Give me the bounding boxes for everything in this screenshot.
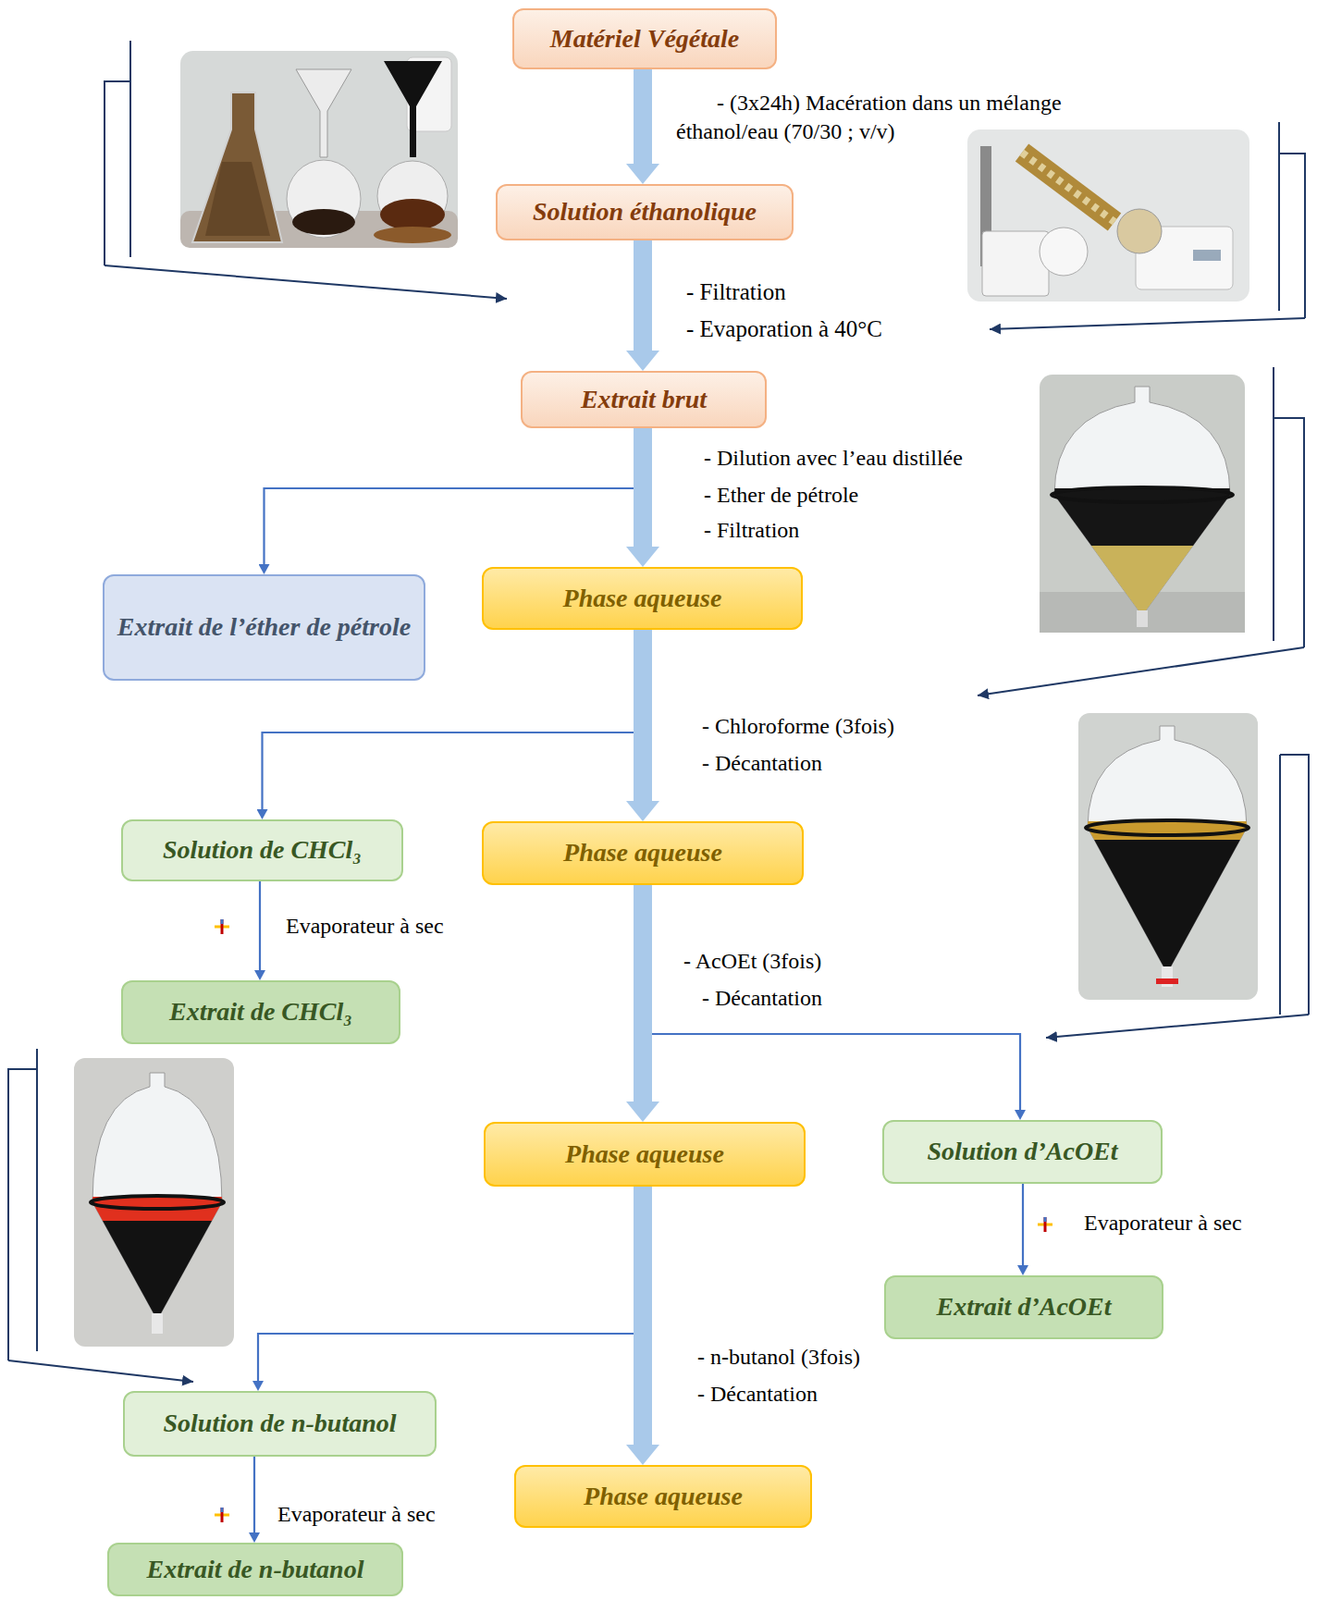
phase-box: Phase aqueuse xyxy=(514,1464,813,1528)
node-text: Phase aqueuse xyxy=(565,1138,725,1170)
step-label: - Evaporation à 40°C xyxy=(686,314,883,345)
node-text: Extrait d’AcOEt xyxy=(935,1291,1111,1323)
evaporation-arrow xyxy=(1021,1183,1024,1266)
process-box: Extrait brut xyxy=(520,370,767,429)
flow-arrow xyxy=(633,240,653,351)
flow-arrow xyxy=(633,629,653,801)
step-label: - AcOEt (3fois) xyxy=(683,947,822,976)
phase-box: Phase aqueuse xyxy=(481,821,804,886)
extract-box: Extrait de CHCl₃ xyxy=(121,980,401,1045)
evaporator-icon xyxy=(214,1507,230,1523)
flow-arrow xyxy=(633,69,653,164)
leader-arrow xyxy=(8,1360,194,1382)
evaporation-arrow xyxy=(258,881,261,971)
bracket xyxy=(1273,367,1305,648)
bracket xyxy=(8,1048,37,1361)
phase-box: Phase aqueuse xyxy=(483,1121,806,1187)
step-label: - (3x24h) Macération dans un mélange éth… xyxy=(676,88,1111,147)
phase-box: Phase aqueuse xyxy=(481,566,803,630)
leader-arrow xyxy=(1046,1014,1309,1038)
step-label: - n-butanol (3fois) xyxy=(697,1342,861,1372)
extract-box: Extrait de l’éther de pétrole xyxy=(102,574,426,681)
node-text: Solution éthanolique xyxy=(532,196,757,228)
step-label: - Filtration xyxy=(686,277,787,308)
branch-arrow xyxy=(258,1186,643,1381)
step-label: - Dilution avec l’eau distillée xyxy=(703,443,963,473)
step-label: - Filtration xyxy=(703,516,800,545)
node-text: Extrait de l’éther de pétrole xyxy=(117,611,411,643)
flow-arrow xyxy=(633,1186,653,1445)
node-text: Extrait de CHCl₃ xyxy=(169,996,353,1028)
node-text: Phase aqueuse xyxy=(583,1480,743,1513)
maceration-photo xyxy=(180,50,458,248)
evaporator-icon xyxy=(1037,1217,1053,1232)
step-label: Evaporateur à sec xyxy=(277,1500,436,1529)
extract-box: Extrait d’AcOEt xyxy=(884,1275,1164,1340)
evaporator-icon xyxy=(214,919,230,935)
step-label: - Décantation xyxy=(701,984,823,1013)
funnel-photo xyxy=(1078,713,1258,1000)
leader-arrow xyxy=(989,318,1305,330)
funnel-photo xyxy=(73,1058,234,1347)
funnel-photo xyxy=(1039,374,1245,633)
node-text: Phase aqueuse xyxy=(563,582,723,615)
extract-box: Extrait de n-butanol xyxy=(107,1542,404,1597)
solution-box: Solution de CHCl₃ xyxy=(121,819,404,882)
solution-box: Solution de n-butanol xyxy=(123,1390,437,1457)
bracket xyxy=(1280,754,1309,1015)
branch-arrow xyxy=(642,885,1021,1110)
process-box: Matériel Végétale xyxy=(512,8,777,70)
node-text: Extrait brut xyxy=(580,383,707,416)
step-label: - Chloroforme (3fois) xyxy=(701,712,895,741)
step-label: Evaporateur à sec xyxy=(285,911,444,941)
process-box: Solution éthanolique xyxy=(495,184,794,241)
rotavap-photo xyxy=(967,129,1250,302)
flow-arrow xyxy=(633,885,653,1102)
step-label: - Décantation xyxy=(701,749,823,778)
leader-arrow xyxy=(104,265,507,299)
leader-arrow xyxy=(977,647,1305,696)
node-text: Extrait de n-butanol xyxy=(147,1553,365,1586)
flow-arrow xyxy=(633,428,653,547)
node-text: Solution de CHCl₃ xyxy=(162,834,362,866)
evaporation-arrow xyxy=(253,1456,256,1533)
node-text: Solution d’AcOEt xyxy=(926,1135,1118,1168)
node-text: Phase aqueuse xyxy=(563,836,723,869)
step-label: - Décantation xyxy=(697,1379,818,1409)
branch-arrow xyxy=(264,428,644,565)
bracket xyxy=(1279,122,1305,319)
bracket xyxy=(104,40,131,266)
node-text: Matériel Végétale xyxy=(550,23,740,55)
step-label: - Ether de pétrole xyxy=(703,480,859,510)
node-text: Solution de n-butanol xyxy=(162,1407,396,1440)
step-label: Evaporateur à sec xyxy=(1083,1208,1243,1238)
solution-box: Solution d’AcOEt xyxy=(882,1120,1163,1184)
